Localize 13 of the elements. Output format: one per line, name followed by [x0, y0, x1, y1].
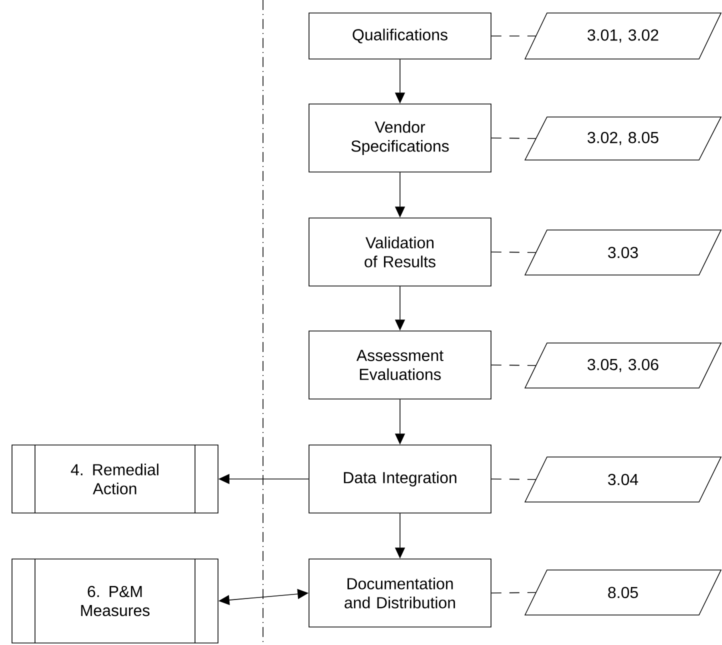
process-box: Assessment Evaluations [308, 330, 492, 400]
dashed-connector [491, 252, 536, 253]
process-box: Vendor Specifications [308, 104, 492, 172]
dashed-connector [491, 478, 536, 480]
process-box: Validation of Results [308, 218, 492, 286]
predefined-process-box: 4. Remedial Action [12, 444, 218, 514]
process-box: Qualifications [308, 12, 492, 60]
dashed-connector [491, 592, 536, 594]
dashed-connector [491, 138, 536, 139]
process-box: Documentation and Distribution [308, 558, 492, 628]
dashed-connector [491, 364, 536, 366]
predefined-process-box: 6. P&M Measures [12, 558, 218, 644]
process-box: Data Integration [308, 444, 492, 514]
